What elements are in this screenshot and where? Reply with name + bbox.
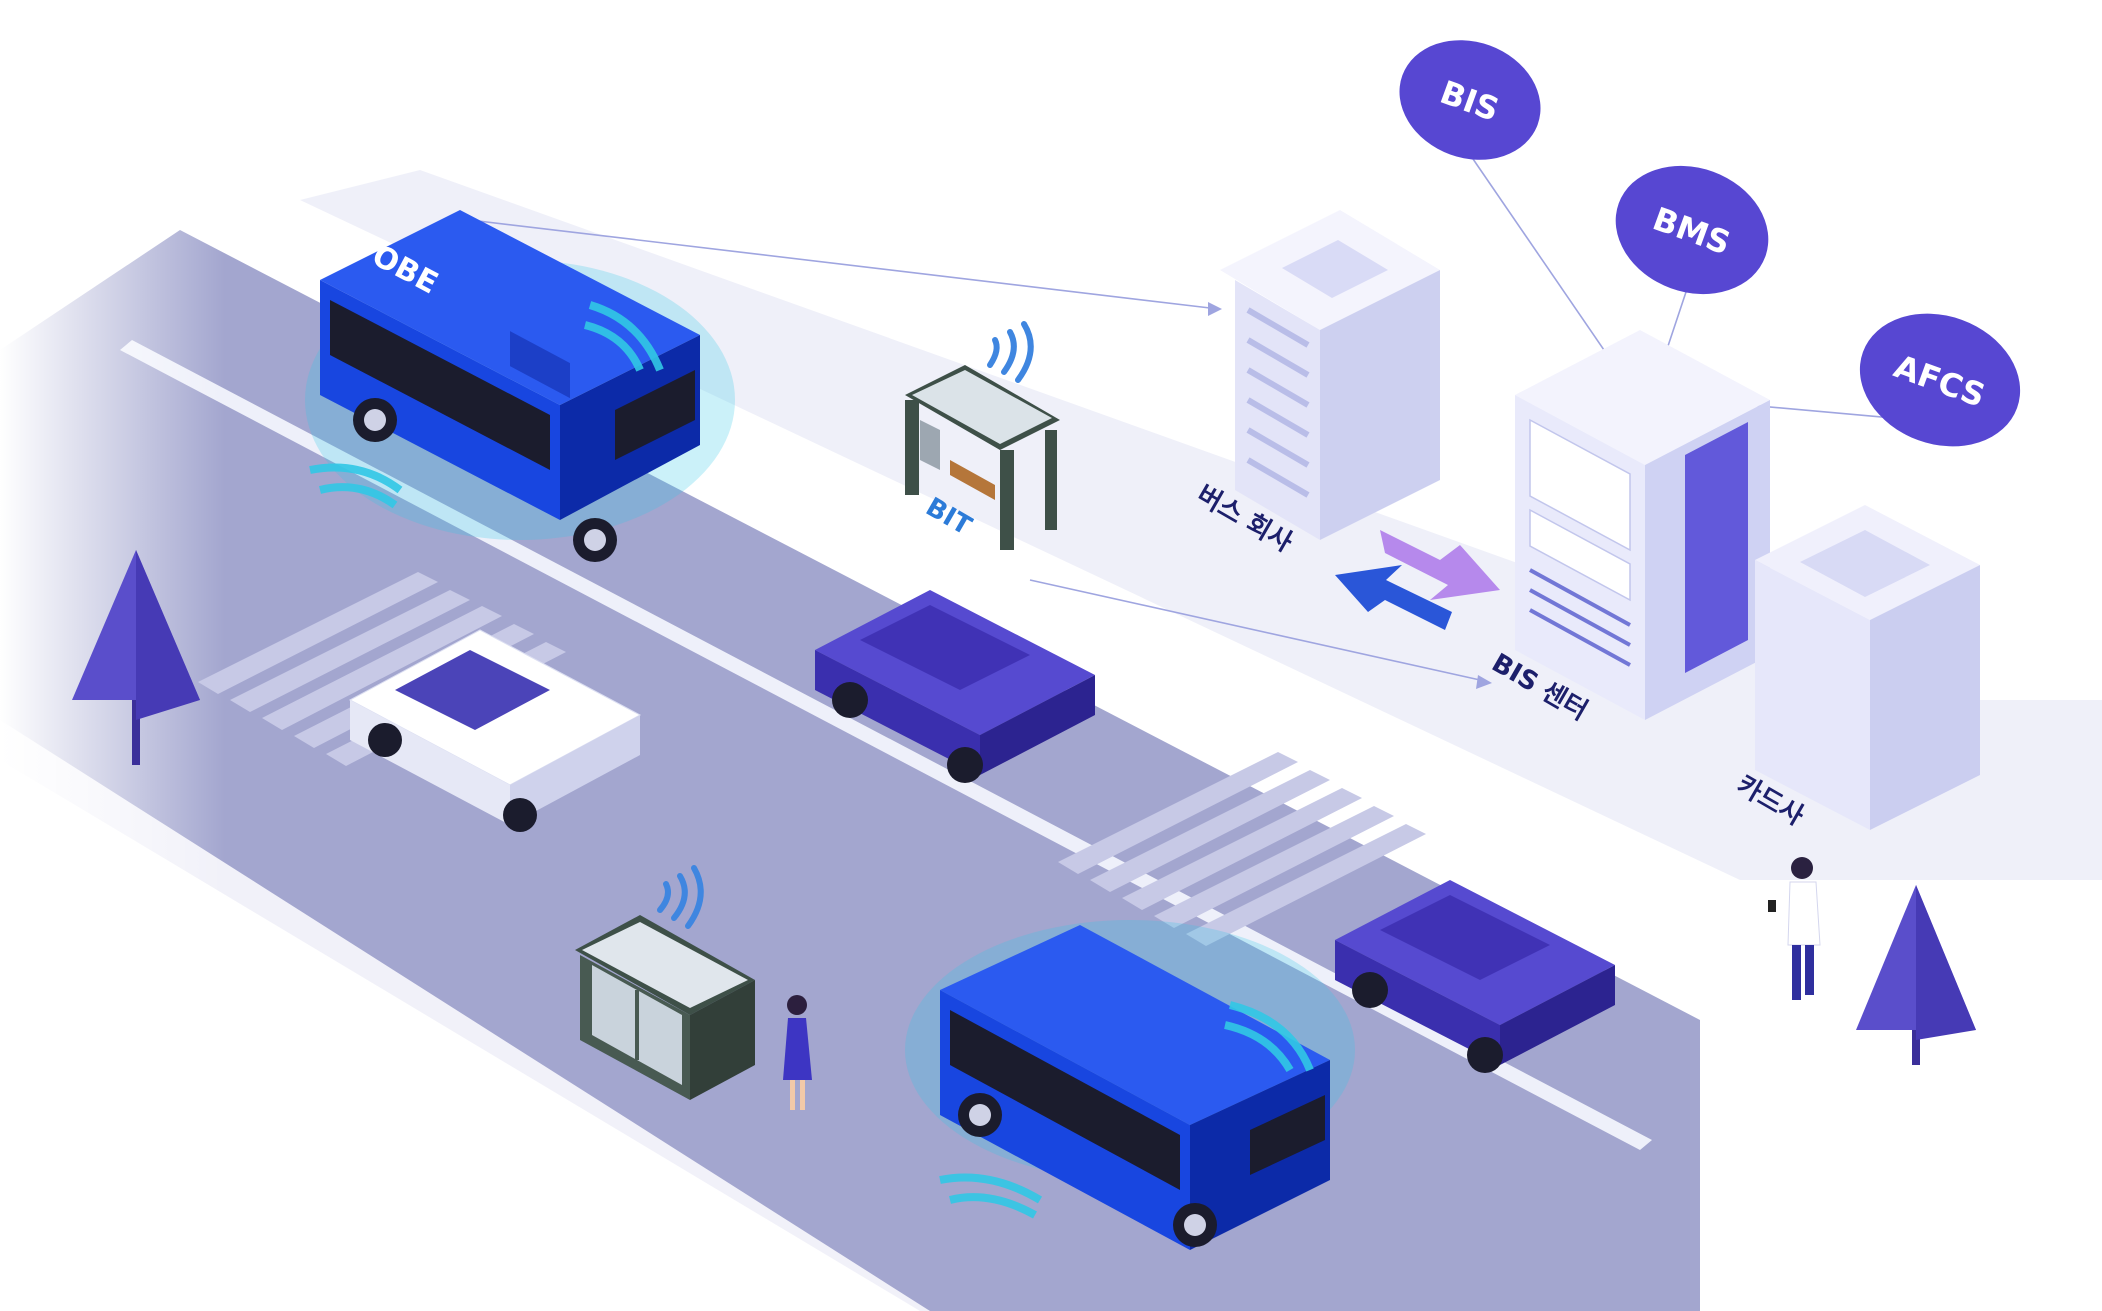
bus-stop-shelter xyxy=(905,365,1060,550)
person-man xyxy=(1768,857,1821,1000)
wifi-icon-bottom xyxy=(657,865,704,929)
wifi-icon xyxy=(987,321,1034,383)
card-company-building xyxy=(1755,505,1980,830)
tree-left xyxy=(72,550,200,765)
tree-right xyxy=(1856,885,1976,1065)
bubble-bms: BMS xyxy=(1615,165,1769,295)
data-exchange-arrows xyxy=(1335,530,1500,630)
bus-top xyxy=(305,210,735,562)
pickup-truck xyxy=(348,629,642,832)
bus-company-building xyxy=(1220,210,1440,540)
person-woman xyxy=(783,995,812,1110)
bubble-bis: BIS xyxy=(1399,40,1541,160)
bubble-afcs: AFCS xyxy=(1859,313,2021,447)
bus-bottom xyxy=(905,920,1355,1250)
bus-stop-booth xyxy=(575,915,755,1100)
crosswalk-right xyxy=(1058,752,1426,946)
car-top xyxy=(815,590,1095,783)
bis-center-building xyxy=(1515,330,1770,720)
car-bottom xyxy=(1335,880,1615,1073)
